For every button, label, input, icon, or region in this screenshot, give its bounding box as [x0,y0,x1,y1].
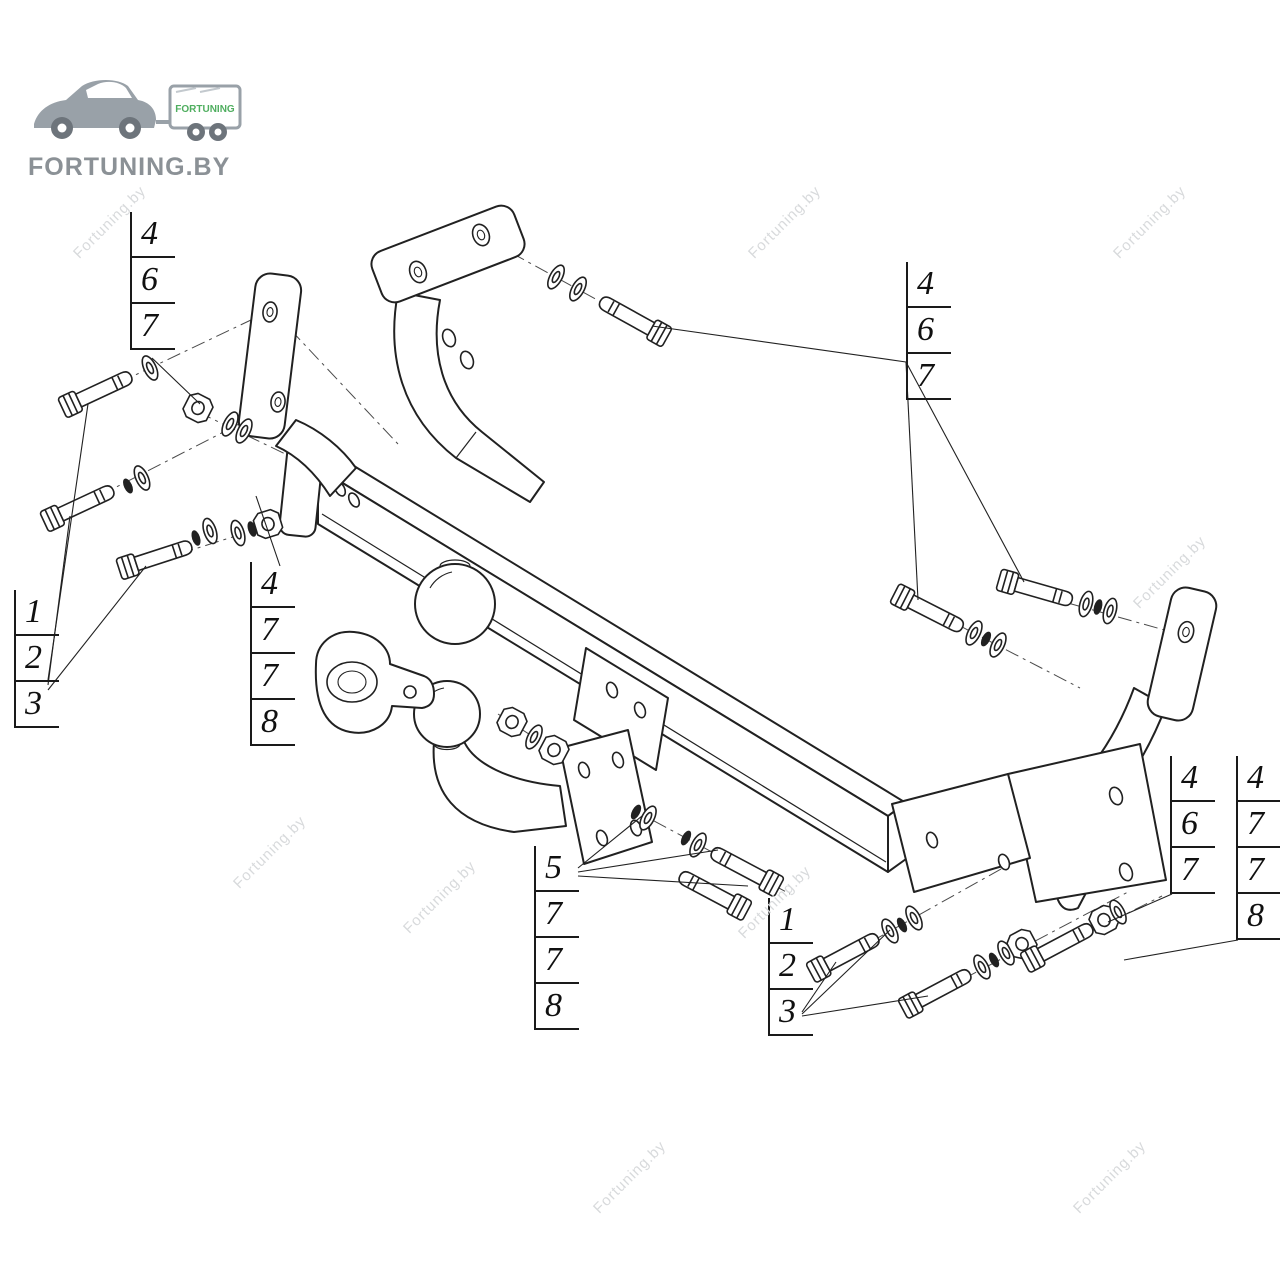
callout-number: 2 [16,636,59,682]
trailer-icon: FORTUNING [168,84,242,141]
car-icon [34,80,156,139]
callout-number: 1 [770,898,813,944]
receiver-bracket [573,647,669,771]
callout-number: 3 [16,682,59,728]
callout-number: 8 [252,700,295,746]
top-center-bracket [370,204,545,503]
tow-ball [414,559,496,645]
callout-number: 5 [536,846,579,892]
callout-number: 7 [132,304,175,350]
right-end-plate [891,743,1167,903]
logo-graphic: FORTUNING [34,80,242,141]
callout-number: 6 [132,258,175,304]
callout-number: 7 [1172,848,1215,894]
callout-number: 6 [1172,802,1215,848]
callout-number: 4 [908,262,951,308]
callout-number: 3 [770,990,813,1036]
callout-number: 7 [536,892,579,938]
callout-number: 6 [908,308,951,354]
left-side-bracket [237,272,357,538]
callout-number: 7 [252,608,295,654]
trailer-label: FORTUNING [175,104,235,115]
callout-number: 8 [536,984,579,1030]
callout-number: 7 [1238,848,1280,894]
callout-number: 7 [1238,802,1280,848]
callout-number: 4 [1172,756,1215,802]
callout-number: 4 [252,562,295,608]
brand-name: FORTUNING.BY [28,153,231,181]
logo: FORTUNING FORTUNING.BY [28,52,243,182]
callout-number: 7 [908,354,951,400]
callout-number: 4 [132,212,175,258]
callout-number: 8 [1238,894,1280,940]
callout-number: 2 [770,944,813,990]
callout-number: 1 [16,590,59,636]
callout-number: 4 [1238,756,1280,802]
flange-plate [314,630,435,734]
callout-number: 7 [252,654,295,700]
centerlines [51,239,1187,1005]
callout-number: 7 [536,938,579,984]
leader-lines [47,325,1239,1017]
